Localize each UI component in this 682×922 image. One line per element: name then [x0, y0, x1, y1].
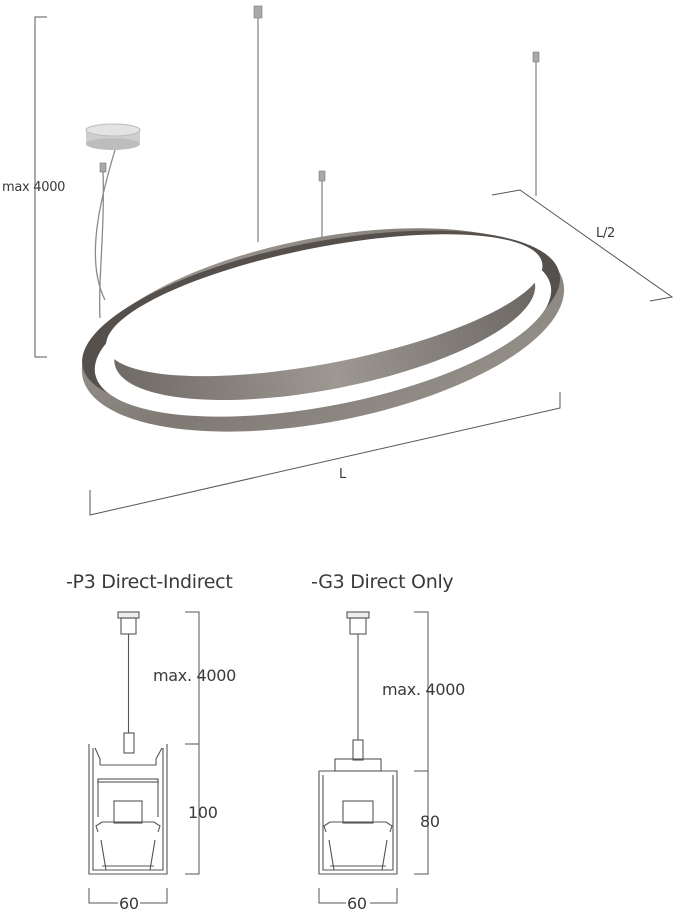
- profile-p3-height-label: 100: [188, 803, 218, 822]
- ring-half-length-label: L/2: [596, 226, 615, 241]
- profile-g3-suspension-label: max. 4000: [382, 680, 466, 699]
- profile-p3-title: -P3 Direct-Indirect: [66, 571, 233, 593]
- half-length-dimension-line: [491, 189, 674, 302]
- ring-height-label: max 4000: [2, 180, 66, 195]
- profile-g3-height-label: 80: [420, 812, 440, 831]
- profile-p3-width-label: 60: [119, 894, 139, 913]
- profile-p3-suspension-label: max. 4000: [153, 666, 237, 685]
- profile-g3-code: -G3: [311, 571, 345, 593]
- profile-p3-code: -P3: [66, 571, 96, 593]
- profile-g3-width-label: 60: [347, 894, 367, 913]
- profile-p3-drawing: [88, 611, 168, 875]
- profile-g3-name: Direct Only: [350, 571, 454, 593]
- length-dimension-line: [89, 392, 561, 516]
- profile-g3-drawing: [318, 611, 398, 875]
- cable-grips: [99, 5, 540, 182]
- profile-p3-name: Direct-Indirect: [101, 571, 233, 593]
- profile-g3-title: -G3 Direct Only: [311, 571, 454, 593]
- height-dimension-line: [34, 16, 47, 358]
- ring-length-label: L: [339, 467, 346, 482]
- ring-luminaire: [81, 228, 565, 432]
- ceiling-canopy: [85, 123, 141, 150]
- profile-p3-dimensions: [88, 611, 200, 904]
- profile-g3-dimensions: [318, 611, 429, 904]
